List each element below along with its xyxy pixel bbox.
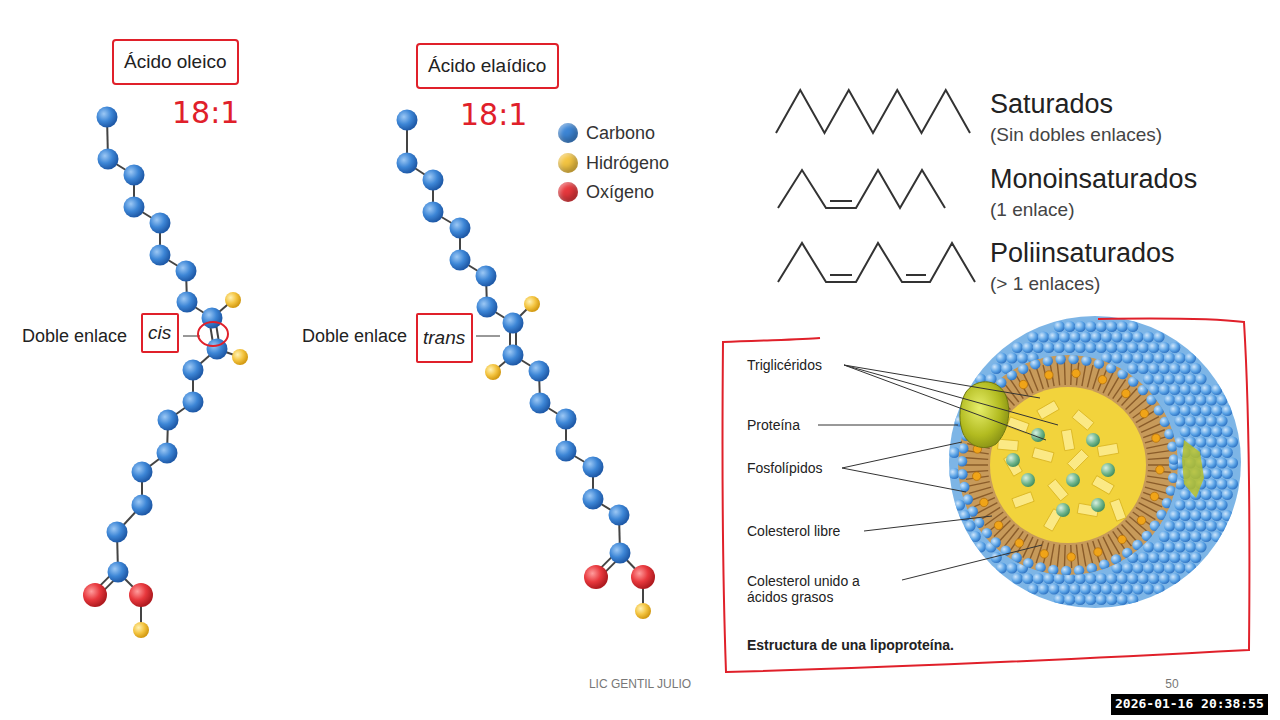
category-title: Monoinsaturados (990, 164, 1197, 195)
legend-swatch (558, 123, 578, 143)
category-note: (> 1 enlaces) (990, 273, 1100, 295)
legend-label: Hidrógeno (586, 153, 669, 174)
page-number: 50 (1165, 678, 1178, 692)
node-text: Ácido elaídico (428, 55, 547, 77)
elaidic-acid-model (397, 110, 656, 620)
molecule-models (83, 107, 655, 639)
legend-swatch (558, 153, 578, 173)
node-text: trans (423, 327, 466, 349)
lipoprotein-drawing (949, 316, 1241, 608)
category-title: Poliinsaturados (990, 238, 1175, 269)
part-label: Proteína (747, 417, 800, 433)
title-box: Ácido elaídico (416, 43, 559, 89)
node-text: 2026-01-16 20:38:55 (1115, 697, 1264, 712)
footer-author: LIC GENTIL JULIO (589, 678, 691, 692)
fatty-acid-zigzags (776, 90, 975, 282)
bond-label: Doble enlace (22, 326, 127, 347)
category-note: (1 enlace) (990, 199, 1075, 221)
bond-type-box: trans (416, 313, 473, 363)
timestamp-box: 2026-01-16 20:38:55 (1111, 694, 1268, 715)
part-label: Colesterol libre (747, 523, 840, 539)
part-label: Colesterol unido a ácidos grasos (747, 573, 887, 605)
oleic-acid-model (83, 107, 248, 639)
bond-label: Doble enlace (302, 326, 407, 347)
figure-caption: Estructura de una lipoproteína. (747, 637, 954, 653)
node-text: cis (148, 322, 172, 344)
handwritten-note: 18:1 (460, 98, 527, 133)
part-label: Fosfolípidos (747, 460, 822, 476)
legend-label: Oxígeno (586, 182, 654, 203)
category-title: Saturados (990, 89, 1113, 120)
category-note: (Sin dobles enlaces) (990, 124, 1162, 146)
leader-lines (183, 336, 1058, 580)
legend-label: Carbono (586, 123, 655, 144)
bond-type-box: cis (141, 313, 179, 353)
legend-swatch (558, 182, 578, 202)
title-box: Ácido oleico (112, 39, 239, 85)
part-label: Triglicéridos (747, 357, 822, 373)
hand-annotations (198, 318, 1249, 672)
node-text: Ácido oleico (124, 51, 227, 73)
handwritten-note: 18:1 (172, 96, 239, 131)
